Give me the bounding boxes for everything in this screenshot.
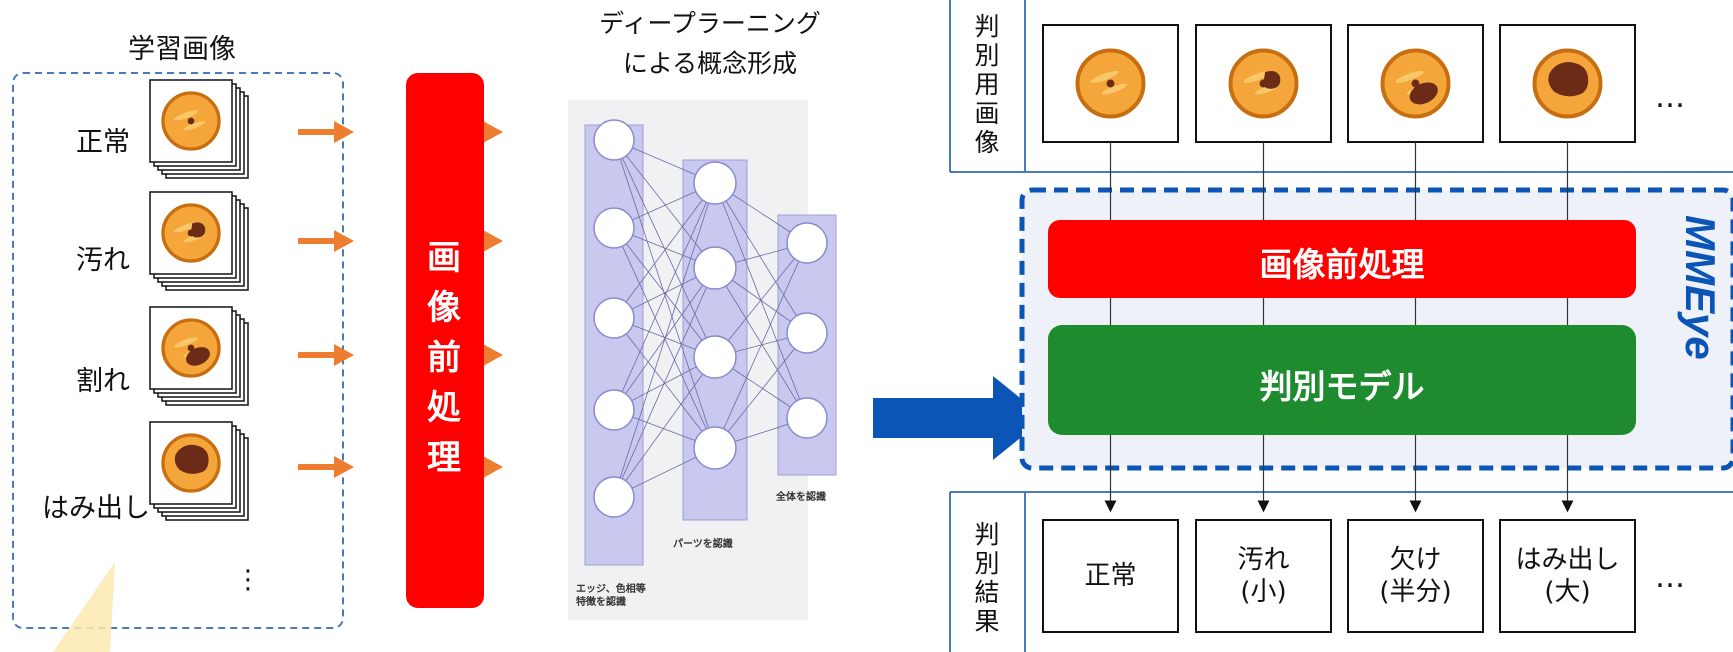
result-box-3: [1499, 519, 1636, 633]
nn-node-1-3: [693, 426, 737, 470]
judge-results-char-4: 果: [974, 607, 1000, 636]
results-ellipsis: …: [1655, 560, 1693, 595]
training-callout: [53, 562, 115, 652]
cookie-icon-crack: [161, 318, 221, 378]
right-arrow-icon-a0: [298, 121, 354, 143]
training-label-normal: 正常: [76, 127, 130, 158]
layer3-caption: 全体を認識: [776, 492, 826, 503]
result-chip-line1: 欠け: [1389, 545, 1442, 575]
right-arrow-icon-a1: [298, 230, 354, 252]
cookie-icon-normal: [1075, 48, 1146, 119]
training-stack-normal: [149, 79, 249, 179]
nn-node-2-1: [786, 312, 828, 354]
judge-image-normal: [1042, 24, 1179, 143]
result-boxes: [1042, 519, 1636, 633]
cookie-icon-overflow: [1532, 48, 1603, 119]
nn-node-0-0: [593, 119, 635, 161]
training-more-dots: ⋮: [235, 565, 261, 595]
training-stack-crack: [149, 306, 249, 406]
training-image-stacks: [149, 79, 249, 521]
nn-node-0-4: [593, 476, 635, 518]
preprocess-char-5: 理: [427, 438, 461, 478]
judge-results-char-2: 別: [974, 549, 1000, 578]
nn-node-2-0: [786, 222, 828, 264]
result-box-0: [1042, 519, 1179, 633]
preprocess-bar-label: 画像前処理: [1259, 245, 1425, 284]
training-stack-overflow: [149, 421, 249, 521]
nn-node-1-2: [693, 335, 737, 379]
judge-image-boxes: [1042, 24, 1636, 143]
preprocess-bar: [1048, 220, 1636, 298]
result-overflow: はみ出し (大): [1500, 520, 1635, 632]
preprocess-char-2: 像: [427, 288, 461, 328]
judge-results-char-1: 判: [974, 520, 1000, 549]
right-arrow-icon-a3: [298, 456, 354, 478]
nn-node-0-2: [593, 297, 635, 339]
result-box-2: [1347, 519, 1484, 633]
preprocess-char-3: 前: [427, 338, 461, 378]
layer1-caption-line2: 特徴を認識: [576, 597, 626, 608]
result-overflow-line2: (大): [1544, 577, 1591, 607]
judge-images-char-1: 判: [974, 12, 1000, 41]
nn-node-1-0: [693, 161, 737, 205]
result-stain-line1: 汚れ: [1237, 545, 1290, 575]
nn-node-0-3: [593, 389, 635, 431]
layer1-caption-line1: エッジ、色相等: [576, 584, 646, 595]
cookie-icon-overflow: [161, 433, 221, 493]
judge-images-char-4: 画: [974, 99, 1000, 128]
result-chip: 欠け (半分): [1348, 520, 1483, 632]
model-bar-label: 判別モデル: [1259, 367, 1425, 406]
neural-net-nodes: [593, 119, 828, 518]
training-label-crack: 割れ: [76, 366, 130, 397]
preprocess-vertical-bar: [406, 73, 484, 608]
judge-images-char-5: 像: [974, 128, 1000, 157]
result-box-1: [1195, 519, 1332, 633]
cookie-icon-crack: [1380, 48, 1451, 119]
training-label-stain: 汚れ: [76, 245, 130, 276]
preprocess-char-4: 処: [427, 388, 461, 428]
nn-node-1-1: [693, 246, 737, 290]
layer1-caption: エッジ、色相等 特徴を認識: [576, 583, 646, 609]
deep-learning-title-1: ディープラーニング: [599, 9, 821, 38]
judge-image-overflow: [1499, 24, 1636, 143]
judge-images-label: 判 別 用 画 像: [972, 12, 1002, 157]
deep-learning-title-2: による概念形成: [622, 49, 798, 78]
nn-node-2-2: [786, 397, 828, 439]
neural-net-panel: [568, 100, 837, 620]
right-arrow-icon-a2: [298, 344, 354, 366]
result-chip-line2: (半分): [1379, 577, 1452, 607]
judge-results-char-3: 結: [974, 578, 1000, 607]
judge-images-char-3: 用: [974, 70, 1000, 99]
judge-image-stain: [1195, 24, 1332, 143]
big-blue-arrow: [873, 376, 1045, 460]
cookie-icon-stain: [161, 203, 221, 263]
judge-images-char-2: 別: [974, 41, 1000, 70]
neural-net-edges: [613, 139, 808, 498]
result-stain: 汚れ (小): [1196, 520, 1331, 632]
cookie-icon-normal: [161, 91, 221, 151]
layer2-caption: パーツを認識: [673, 539, 733, 550]
mmeye-logo-text: MMEye: [1677, 215, 1724, 360]
training-stack-stain: [149, 191, 249, 291]
training-label-overflow: はみ出し: [42, 493, 150, 524]
preprocess-char-1: 画: [427, 238, 461, 278]
cookie-icon-stain: [1228, 48, 1299, 119]
result-normal: 正常: [1043, 520, 1178, 632]
result-normal-line1: 正常: [1084, 561, 1137, 591]
judge-results-frame: [949, 491, 1733, 652]
result-stain-line2: (小): [1240, 577, 1287, 607]
training-title: 学習画像: [128, 34, 236, 65]
judge-results-label: 判 別 結 果: [972, 520, 1002, 636]
judge-images-ellipsis: …: [1655, 80, 1693, 115]
preprocess-vertical-text: 画 像 前 処 理: [404, 233, 484, 483]
judge-images-frame: [949, 0, 1733, 173]
mmeye-logo: MMEye: [1677, 215, 1724, 360]
result-overflow-line1: はみ出し: [1515, 545, 1620, 575]
judge-image-crack: [1347, 24, 1484, 143]
nn-node-0-1: [593, 207, 635, 249]
model-bar: [1048, 325, 1636, 435]
